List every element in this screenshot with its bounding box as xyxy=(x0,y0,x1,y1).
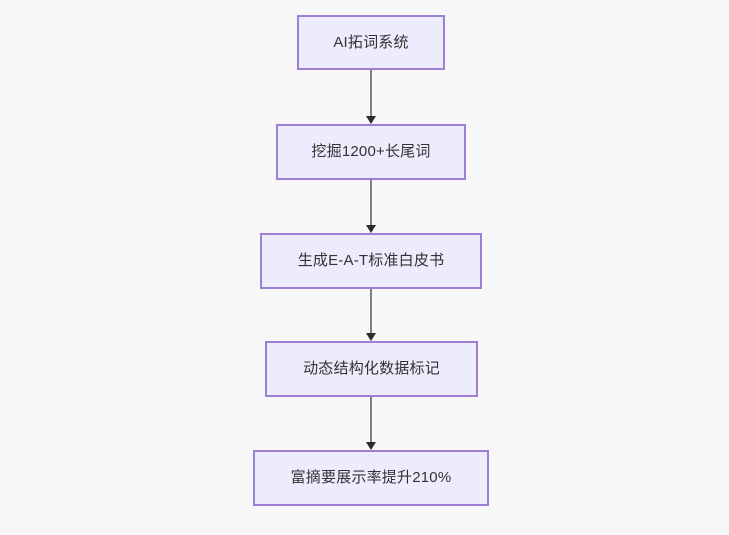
arrow-head-icon xyxy=(366,225,376,233)
flow-node-rich-snippet-result[interactable]: 富摘要展示率提升210% xyxy=(253,450,489,506)
flow-edge xyxy=(366,397,376,450)
edge-line xyxy=(370,70,372,117)
edge-line xyxy=(370,397,372,443)
arrow-head-icon xyxy=(366,442,376,450)
flow-edge xyxy=(366,180,376,233)
flow-node-label: 生成E-A-T标准白皮书 xyxy=(297,252,445,269)
arrow-head-icon xyxy=(366,333,376,341)
edge-line xyxy=(370,180,372,226)
flow-node-longtail-mining[interactable]: 挖掘1200+长尾词 xyxy=(276,124,466,180)
flow-node-eat-whitepaper[interactable]: 生成E-A-T标准白皮书 xyxy=(260,233,482,289)
flow-edge xyxy=(366,289,376,341)
flow-node-label: 挖掘1200+长尾词 xyxy=(311,143,431,160)
flow-node-label: 动态结构化数据标记 xyxy=(303,360,440,377)
flow-node-ai-keyword-system[interactable]: AI拓词系统 xyxy=(297,15,445,70)
flow-edge xyxy=(366,70,376,124)
arrow-head-icon xyxy=(366,116,376,124)
flow-node-structured-data-markup[interactable]: 动态结构化数据标记 xyxy=(265,341,478,397)
flow-node-label: 富摘要展示率提升210% xyxy=(290,469,452,486)
flow-node-label: AI拓词系统 xyxy=(333,33,409,51)
edge-line xyxy=(370,289,372,334)
